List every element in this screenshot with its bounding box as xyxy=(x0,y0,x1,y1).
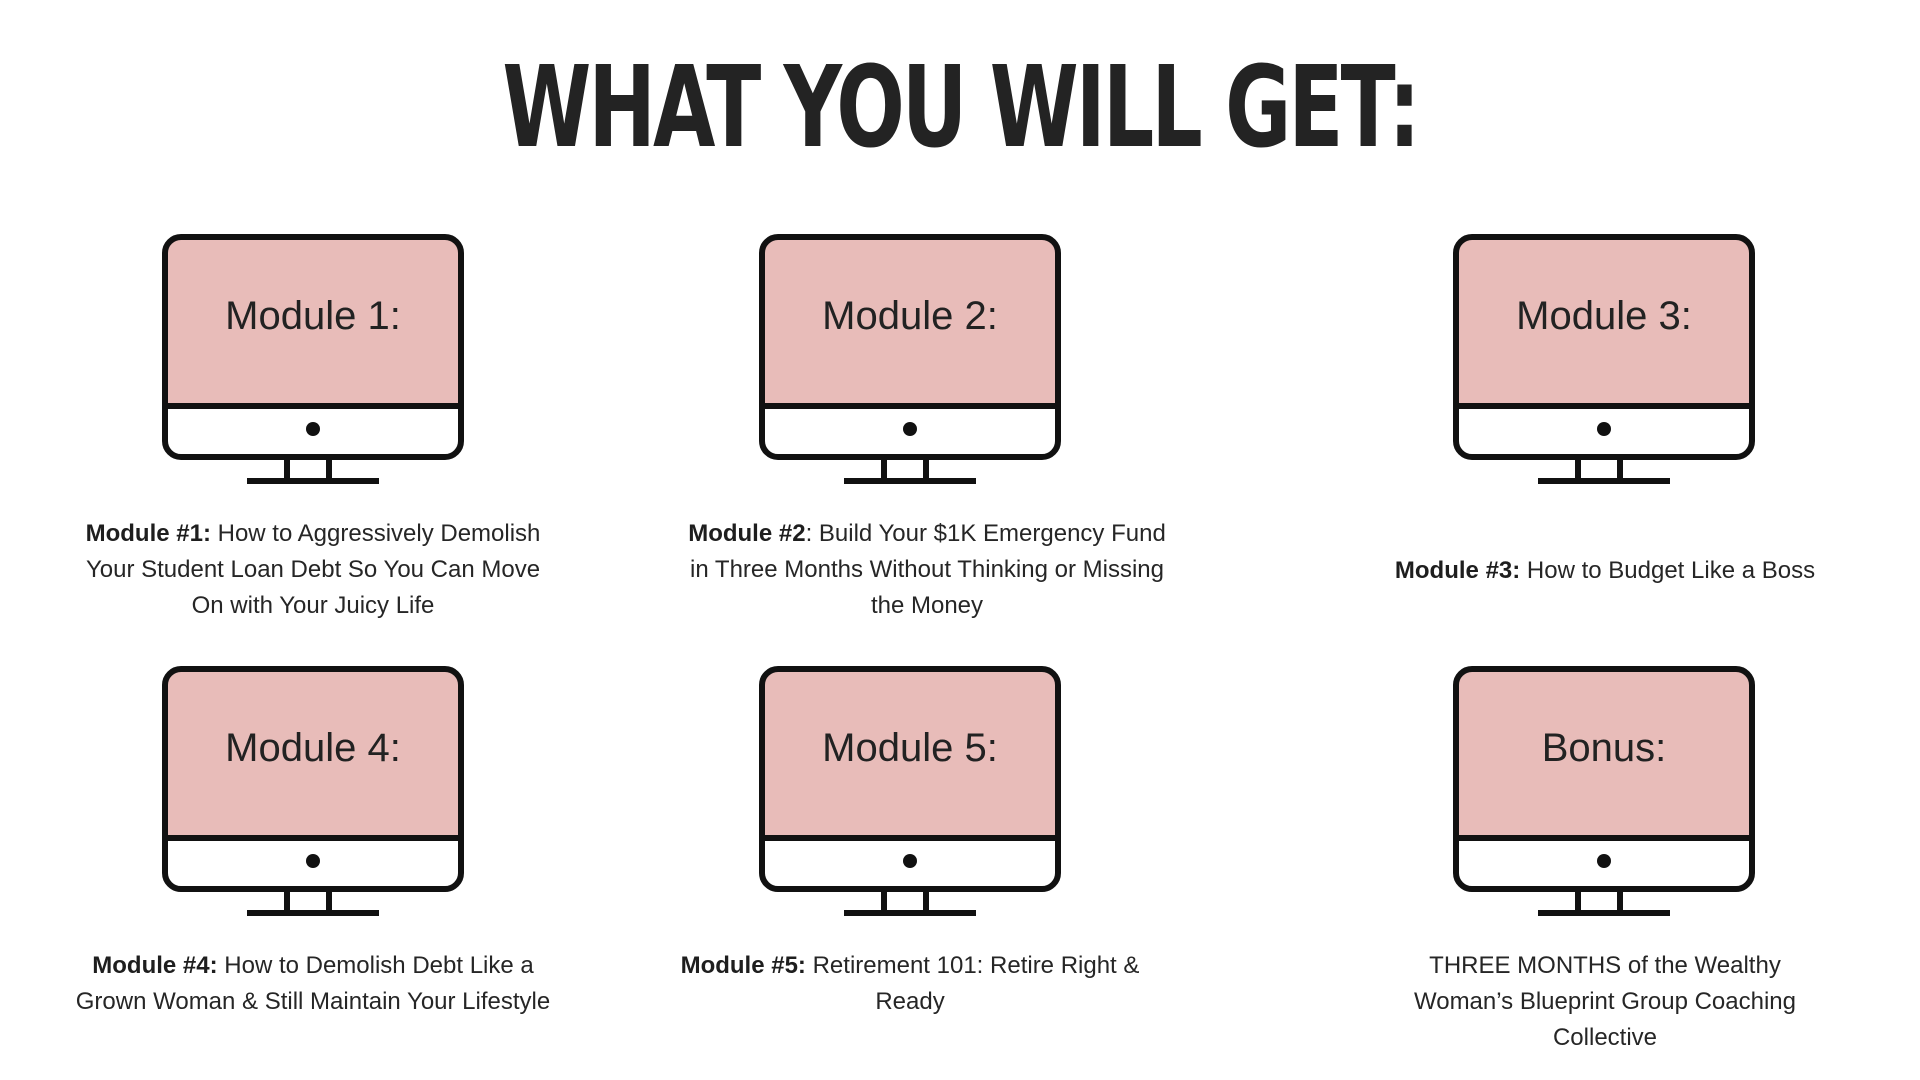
monitor-icon: Module 1: xyxy=(161,234,465,492)
module-text: How to Demolish Debt Like a Grown Woman … xyxy=(75,952,551,1015)
monitor-graphic xyxy=(759,234,1061,484)
monitor-icon: Module 3: xyxy=(1452,234,1756,492)
module-description: Module #5: Retirement 101: Retire Right … xyxy=(670,948,1150,1020)
monitor-icon: Module 4: xyxy=(161,666,465,924)
module-title: Module #1: xyxy=(85,520,211,547)
monitor-graphic xyxy=(759,666,1061,916)
module-text: How to Budget Like a Boss xyxy=(1520,557,1816,584)
screen-label: Module 5: xyxy=(822,726,998,770)
module-description: Module #2: Build Your $1K Emergency Fund… xyxy=(682,516,1172,624)
screen-label: Bonus: xyxy=(1541,726,1667,770)
screen-label: Module 3: xyxy=(1516,294,1692,338)
monitor-graphic xyxy=(1453,234,1755,484)
module-description: Module #3: How to Budget Like a Boss xyxy=(1360,553,1850,589)
monitor-graphic xyxy=(162,666,464,916)
module-title: Module #3: xyxy=(1394,557,1521,584)
monitor-graphic xyxy=(162,234,464,484)
module-title: Module #5: xyxy=(680,952,806,979)
monitor-icon: Bonus: xyxy=(1452,666,1756,924)
module-description: THREE MONTHS of the Wealthy Woman’s Blue… xyxy=(1390,948,1820,1056)
monitor-graphic xyxy=(1453,666,1755,916)
module-text: How to Aggressively Demolish Your Studen… xyxy=(85,520,541,619)
module-description: Module #4: How to Demolish Debt Like a G… xyxy=(68,948,558,1020)
screen-label: Module 1: xyxy=(225,294,401,338)
module-description: Module #1: How to Aggressively Demolish … xyxy=(78,516,548,624)
monitor-icon: Module 5: xyxy=(758,666,1062,924)
screen-label: Module 2: xyxy=(822,294,998,338)
module-title: Module #2 xyxy=(688,520,806,547)
module-text: : Build Your $1K Emergency Fund in Three… xyxy=(690,520,1166,619)
monitor-icon: Module 2: xyxy=(758,234,1062,492)
module-text: Retirement 101: Retire Right & Ready xyxy=(805,952,1140,1015)
module-title: Module #4: xyxy=(92,952,218,979)
module-text: THREE MONTHS of the Wealthy Woman’s Blue… xyxy=(1414,952,1796,1051)
page-title: WHAT YOU WILL GET: xyxy=(502,43,1420,173)
screen-label: Module 4: xyxy=(225,726,401,770)
